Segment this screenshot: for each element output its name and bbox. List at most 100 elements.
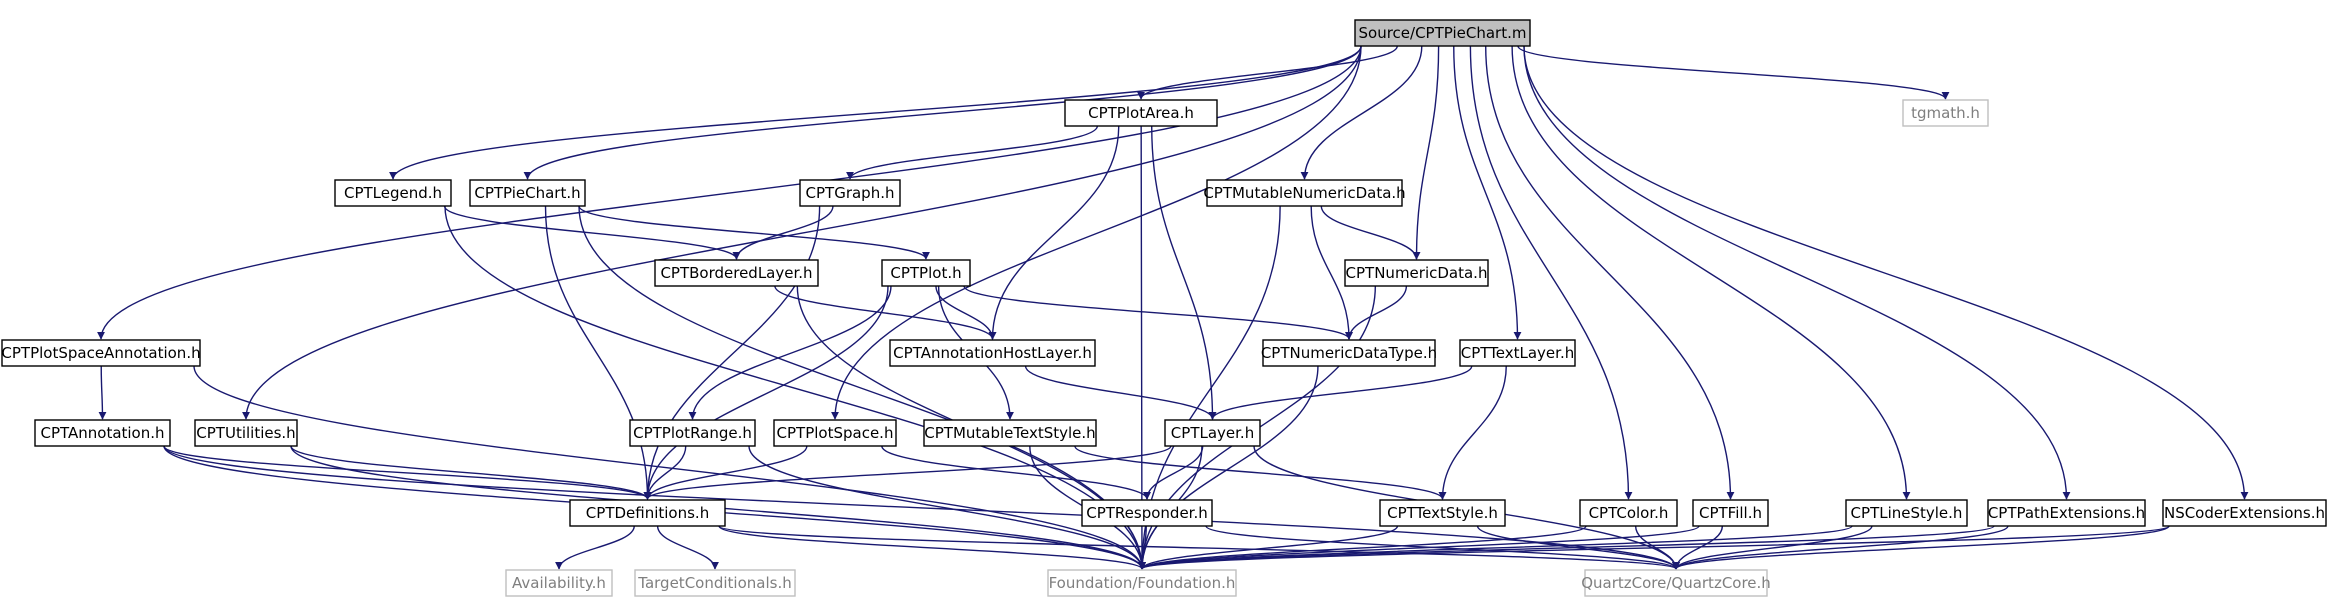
node-box (1262, 339, 1436, 367)
node-availability[interactable]: Availability.h (505, 569, 613, 597)
edge-plotarea-to-graph (846, 125, 1099, 180)
edge-root-to-utilities (242, 45, 1362, 420)
edge-definitions-to-targetcond (656, 525, 719, 570)
edge-textstyle-to-foundation (1138, 525, 1399, 570)
edge-definitions-to-quartz (718, 525, 1680, 570)
node-label: CPTNumericDataType.h (1261, 344, 1437, 362)
edge-root-to-tgmath (1517, 45, 1950, 100)
edge-fill-to-foundation (1138, 525, 1700, 570)
node-label: QuartzCore/QuartzCore.h (1581, 574, 1771, 592)
node-layer[interactable]: CPTLayer.h (1164, 419, 1261, 447)
node-label: TargetConditionals.h (637, 574, 791, 592)
node-label: CPTAnnotationHostLayer.h (893, 344, 1092, 362)
node-label: CPTPlotSpaceAnnotation.h (1, 344, 200, 362)
node-box (923, 419, 1097, 447)
edge-annhost-to-layer (1024, 365, 1217, 420)
node-box (34, 419, 171, 447)
node-label: CPTLineStyle.h (1851, 504, 1963, 522)
edge-root-to-numdata (1412, 45, 1440, 260)
node-bordered[interactable]: CPTBorderedLayer.h (654, 259, 819, 287)
node-box (889, 339, 1096, 367)
node-label: CPTNumericData.h (1346, 264, 1488, 282)
node-box (799, 179, 901, 207)
edge-numdata-to-numtype (1345, 285, 1408, 340)
node-textstyle[interactable]: CPTTextStyle.h (1379, 499, 1506, 527)
node-label: CPTPieChart.h (474, 184, 580, 202)
node-box (654, 259, 819, 287)
edge-root-to-nscoder (1523, 45, 2249, 500)
edge-pathext-to-quartz (1672, 525, 2009, 570)
node-plot[interactable]: CPTPlot.h (881, 259, 971, 287)
edge-definitions-to-foundation (718, 525, 1146, 570)
node-box (1692, 499, 1769, 527)
edge-plotspace-to-definitions (643, 445, 808, 500)
node-label: CPTMutableNumericData.h (1203, 184, 1405, 202)
node-box (569, 499, 726, 527)
node-box (505, 569, 613, 597)
node-graph[interactable]: CPTGraph.h (799, 179, 901, 207)
edge-piechart-to-plot (578, 205, 930, 260)
node-fill[interactable]: CPTFill.h (1692, 499, 1769, 527)
node-box (629, 419, 756, 447)
node-responder[interactable]: CPTResponder.h (1081, 499, 1213, 527)
edge-root-to-legend (389, 45, 1362, 180)
node-piechart[interactable]: CPTPieChart.h (469, 179, 586, 207)
edge-textlayer-to-layer (1208, 365, 1473, 420)
edge-mutnumdata-to-numdata (1320, 205, 1421, 260)
node-nscoder[interactable]: NSCoderExtensions.h (2162, 499, 2327, 527)
node-linestyle[interactable]: CPTLineStyle.h (1845, 499, 1968, 527)
edge-plotspaceann-to-annotation (98, 365, 107, 420)
node-plotspaceann[interactable]: CPTPlotSpaceAnnotation.h (1, 339, 201, 367)
node-label: Source/CPTPieChart.m (1359, 24, 1527, 42)
edge-layer-to-definitions (643, 445, 1172, 500)
node-label: CPTResponder.h (1086, 504, 1208, 522)
node-plotspace[interactable]: CPTPlotSpace.h (773, 419, 897, 447)
node-label: CPTColor.h (1589, 504, 1669, 522)
node-definitions[interactable]: CPTDefinitions.h (569, 499, 726, 527)
node-numtype[interactable]: CPTNumericDataType.h (1261, 339, 1437, 367)
node-mutnumdata[interactable]: CPTMutableNumericData.h (1203, 179, 1406, 207)
node-label: CPTLayer.h (1171, 424, 1254, 442)
node-box (1987, 499, 2146, 527)
node-root[interactable]: Source/CPTPieChart.m (1354, 19, 1531, 47)
edge-root-to-pathext (1523, 45, 2071, 500)
node-tgmath[interactable]: tgmath.h (1902, 99, 1989, 127)
node-legend[interactable]: CPTLegend.h (334, 179, 452, 207)
edge-plot-to-definitions (643, 285, 889, 500)
node-annhost[interactable]: CPTAnnotationHostLayer.h (889, 339, 1096, 367)
edge-utilities-to-definitions (290, 445, 652, 500)
node-color[interactable]: CPTColor.h (1579, 499, 1678, 527)
edge-piechart-to-definitions (544, 205, 652, 500)
node-plotarea[interactable]: CPTPlotArea.h (1064, 99, 1218, 127)
edge-mutnumdata-to-numtype (1310, 205, 1353, 340)
node-plotrange[interactable]: CPTPlotRange.h (629, 419, 756, 447)
node-label: CPTPlotRange.h (633, 424, 752, 442)
edge-numtype-to-foundation (1138, 365, 1319, 570)
edge-root-to-fill (1485, 45, 1735, 500)
node-box (1902, 99, 1989, 127)
edge-plotarea-to-layer (1151, 125, 1217, 420)
node-foundation[interactable]: Foundation/Foundation.h (1047, 569, 1237, 597)
edge-root-to-plotspaceann (97, 45, 1362, 340)
node-targetcond[interactable]: TargetConditionals.h (634, 569, 796, 597)
node-muttextstyle[interactable]: CPTMutableTextStyle.h (923, 419, 1097, 447)
node-box (1164, 419, 1261, 447)
node-box (773, 419, 897, 447)
node-annotation[interactable]: CPTAnnotation.h (34, 419, 171, 447)
node-label: CPTPathExtensions.h (1988, 504, 2145, 522)
node-box (1081, 499, 1213, 527)
node-box (1459, 339, 1576, 367)
node-numdata[interactable]: CPTNumericData.h (1344, 259, 1489, 287)
edge-plot-to-plotrange (688, 285, 892, 420)
edge-root-to-plotarea (1137, 45, 1398, 100)
node-utilities[interactable]: CPTUtilities.h (194, 419, 298, 447)
edge-root-to-plotspace (831, 45, 1362, 420)
node-quartz[interactable]: QuartzCore/QuartzCore.h (1581, 569, 1771, 597)
edge-plotarea-to-foundation (1137, 125, 1146, 570)
edge-bordered-to-annhost (774, 285, 997, 340)
node-textlayer[interactable]: CPTTextLayer.h (1459, 339, 1576, 367)
node-label: NSCoderExtensions.h (2164, 504, 2325, 522)
edge-color-to-foundation (1138, 525, 1587, 570)
node-pathext[interactable]: CPTPathExtensions.h (1987, 499, 2146, 527)
